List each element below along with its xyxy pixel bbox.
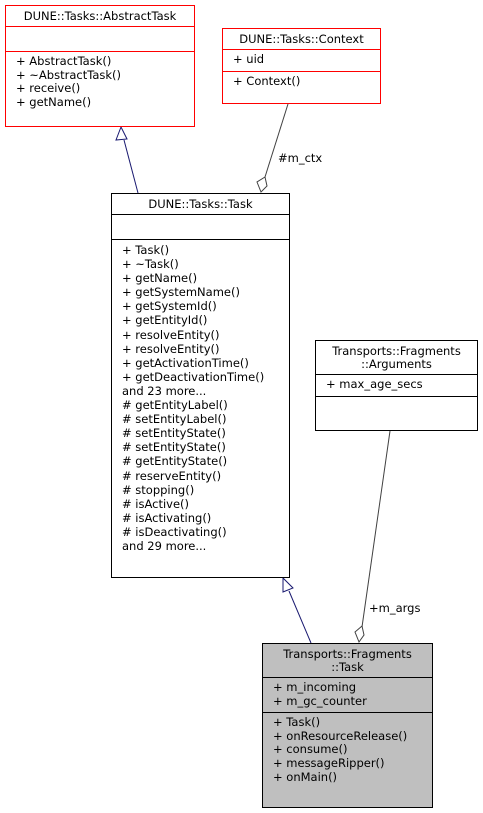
edge-label-ctx: #m_ctx [278,151,323,165]
method-item: + onResourceRelease() [273,728,408,743]
method-item: # setEntityState() [122,426,226,441]
attribute-item: + uid [233,52,265,66]
class-arguments[interactable]: Transports::Fragments ::Arguments + max_… [315,340,478,431]
method-item: + consume() [273,742,348,757]
class-name-line: Transports::Fragments [332,344,461,358]
method-item: # stopping() [122,482,195,497]
method-item: and 23 more... [122,383,207,398]
method-item: + getSystemName() [122,285,240,300]
attributes-section: + uid [223,49,380,71]
method-item: + getEntityId() [122,313,208,328]
class-title: Transports::Fragments ::Arguments [316,341,477,374]
method-item: + Context() [233,73,301,88]
class-name-line: DUNE::Tasks::Task [148,197,253,211]
attribute-item: + m_gc_counter [273,693,367,708]
methods-section [316,395,477,422]
association-edge-arguments [354,430,391,644]
class-context[interactable]: DUNE::Tasks::Context + uid + Context() [222,28,381,104]
method-item: + getSystemId() [122,299,217,314]
method-item: + Task() [273,715,321,730]
method-item: # setEntityState() [122,440,226,455]
attributes-section [6,26,194,51]
class-name-line: ::Arguments [361,357,432,371]
method-item: + ~Task() [122,257,179,272]
class-title: DUNE::Tasks::Context [223,29,380,49]
class-name-line: DUNE::Tasks::Context [239,32,364,46]
method-item: # getEntityLabel() [122,398,228,413]
method-item: # isActivating() [122,510,212,525]
association-edge-context [256,103,289,193]
class-name-line: DUNE::Tasks::AbstractTask [23,9,177,23]
class-fragments-task[interactable]: Transports::Fragments ::Task + m_incomin… [262,643,433,808]
method-item: # getEntityState() [122,454,228,469]
class-title: DUNE::Tasks::AbstractTask [6,6,194,26]
methods-section: + AbstractTask() + ~AbstractTask() + rec… [6,51,194,113]
method-item: # isDeactivating() [122,524,227,539]
method-item: # reserveEntity() [122,468,222,483]
method-item: + resolveEntity() [122,341,220,356]
inheritance-edge-abstracttask [115,125,139,194]
class-name-line: Transports::Fragments [283,647,412,661]
method-item: # isActive() [122,496,190,511]
method-item: # setEntityLabel() [122,412,227,427]
method-item: + resolveEntity() [122,327,220,342]
methods-section: + Task() + onResourceRelease() + consume… [263,712,432,788]
method-item: + getDeactivationTime() [122,369,265,384]
attribute-item: + m_incoming [273,680,357,694]
method-item: + Task() [122,243,170,257]
method-item: + receive() [16,81,81,96]
class-name-line: ::Task [331,660,364,674]
method-item: + getName() [16,94,92,109]
methods-section: + Context() [223,70,380,93]
method-item: + getName() [122,271,198,286]
attributes-section: + max_age_secs [316,374,477,396]
attributes-section: + m_incoming + m_gc_counter [263,677,432,712]
attribute-item: + max_age_secs [326,377,423,391]
attributes-section [112,214,289,239]
inheritance-edge-task [282,576,312,644]
class-title: DUNE::Tasks::Task [112,194,289,214]
method-item: + onMain() [273,769,338,784]
method-item: + ~AbstractTask() [16,67,121,82]
edge-label-args: +m_args [369,601,421,615]
method-item: + getActivationTime() [122,355,249,370]
method-item: + messageRipper() [273,755,385,770]
method-item: and 29 more... [122,538,207,553]
class-abstract-task[interactable]: DUNE::Tasks::AbstractTask + AbstractTask… [5,5,195,127]
method-item: + AbstractTask() [16,54,112,68]
class-title: Transports::Fragments ::Task [263,644,432,677]
class-task[interactable]: DUNE::Tasks::Task + Task() + ~Task() + g… [111,193,290,578]
methods-section: + Task() + ~Task() + getName() + getSyst… [112,239,289,557]
